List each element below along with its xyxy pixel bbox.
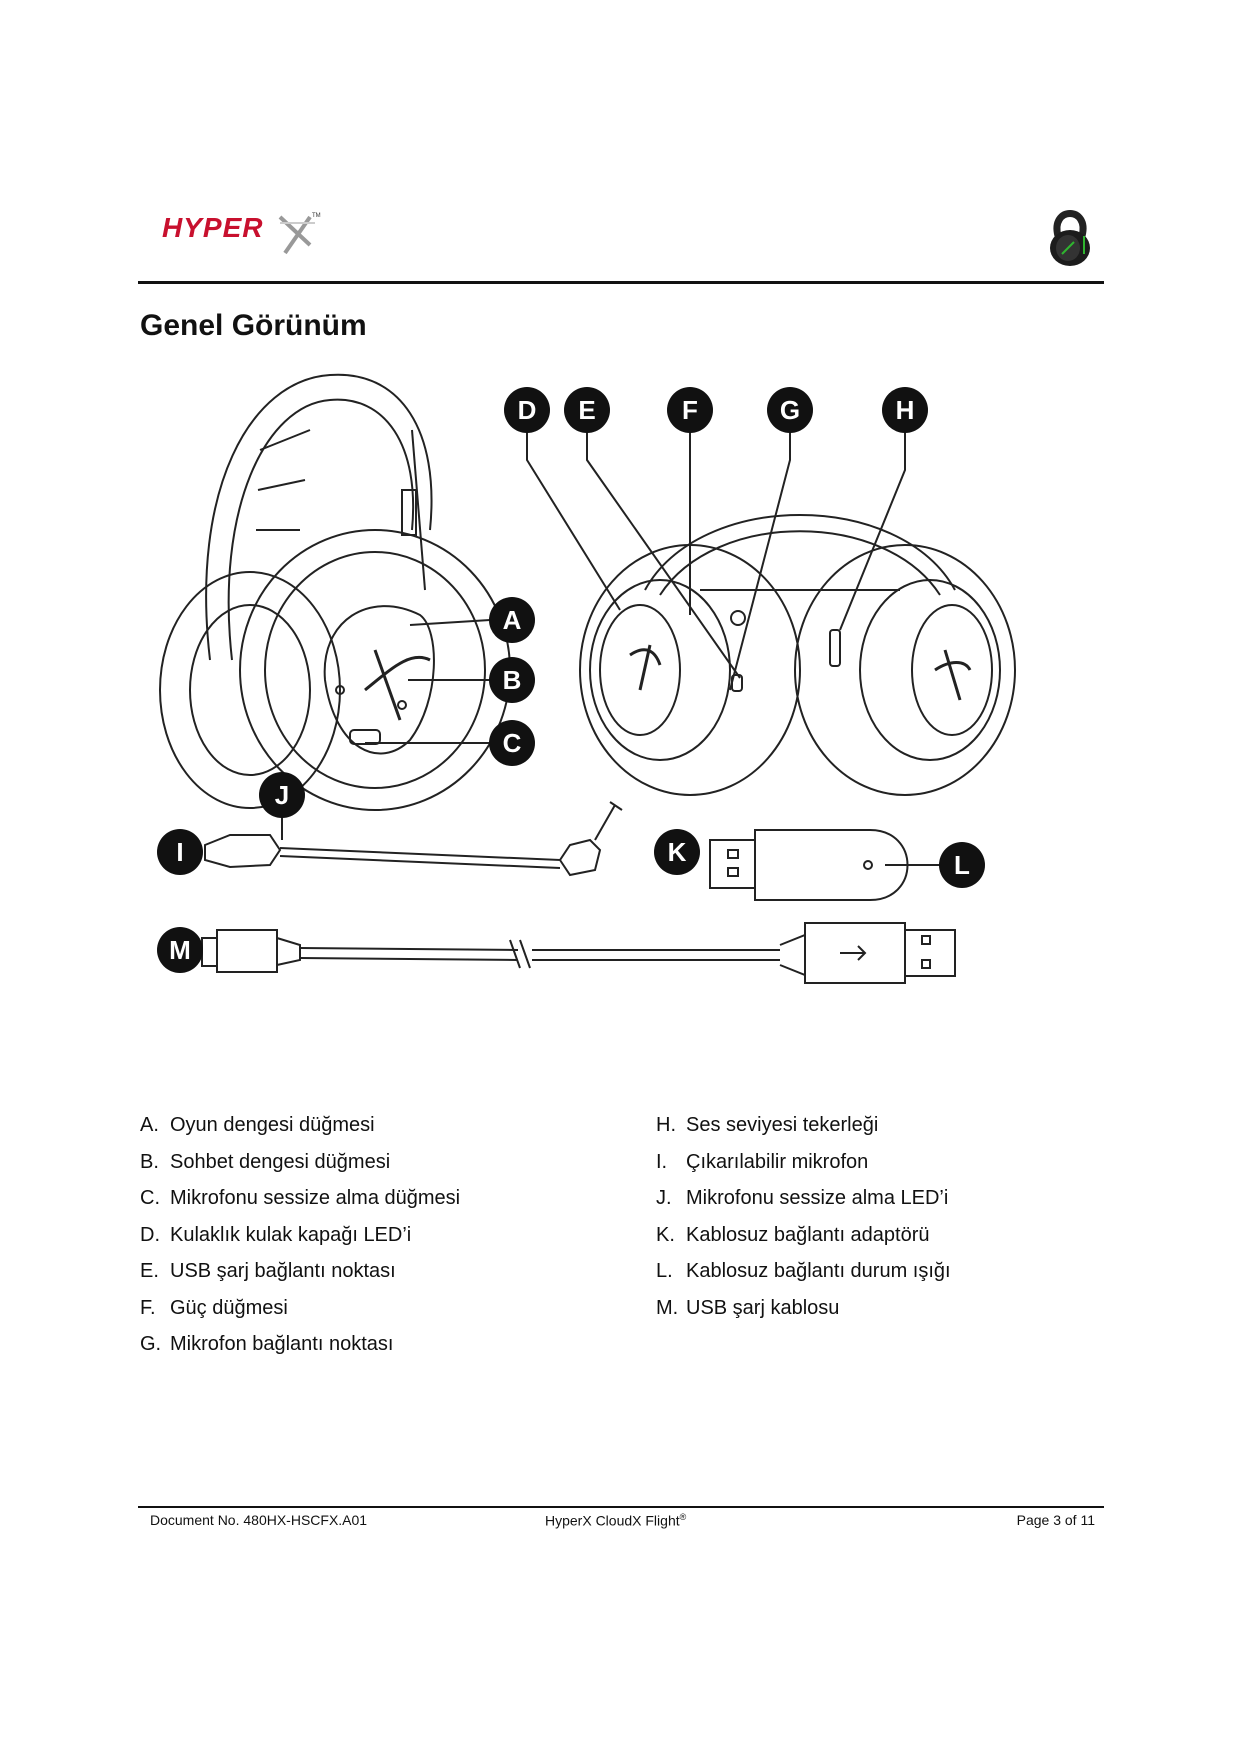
header-rule — [138, 281, 1104, 284]
wireless-adapter — [709, 839, 756, 889]
callout-l: L — [939, 842, 985, 888]
svg-text:L: L — [954, 850, 970, 880]
footer-rule — [138, 1506, 1104, 1508]
callout-c: C — [489, 720, 535, 766]
callout-f: F — [667, 387, 713, 433]
left-headband — [205, 373, 433, 661]
list-item: E.USB şarj bağlantı noktası — [140, 1260, 396, 1282]
callout-badges: D E F G H A B C J I K L M — [157, 387, 985, 973]
svg-text:F: F — [682, 395, 698, 425]
left-outer-cushion — [159, 571, 341, 809]
callout-i: I — [157, 829, 203, 875]
callout-h: H — [882, 387, 928, 433]
callout-a: A — [489, 597, 535, 643]
list-item: D.Kulaklık kulak kapağı LED’i — [140, 1223, 412, 1246]
overview-diagram: D E F G H A B C J I K L M — [157, 373, 1016, 984]
parts-list-right: H.Ses seviyesi tekerleği I.Çıkarılabilir… — [656, 1107, 951, 1326]
svg-text:B: B — [503, 665, 522, 695]
list-item: C.Mikrofonu sessize alma düğmesi — [140, 1187, 461, 1209]
callout-j: J — [259, 772, 305, 818]
svg-text:H: H — [896, 395, 915, 425]
footer-doc-number: Document No. 480HX-HSCFX.A01 — [150, 1512, 368, 1528]
micro-usb-plug — [201, 937, 218, 967]
left-earcup-plate — [323, 605, 435, 755]
list-item: B.Sohbet dengesi düğmesi — [140, 1150, 391, 1173]
page-title: Genel Görünüm — [140, 309, 367, 342]
list-item: L.Kablosuz bağlantı durum ışığı — [656, 1260, 951, 1282]
footer-page-number: Page 3 of 11 — [1016, 1512, 1095, 1528]
svg-text:TM: TM — [312, 213, 321, 219]
hyperx-logo: HYPER TM — [162, 212, 321, 255]
right-headband — [644, 514, 956, 591]
right-earcup-right — [794, 544, 1016, 796]
list-item: G.Mikrofon bağlantı noktası — [140, 1333, 394, 1355]
list-item: I.Çıkarılabilir mikrofon — [656, 1150, 869, 1173]
svg-text:E: E — [578, 395, 595, 425]
list-item: A.Oyun dengesi düğmesi — [140, 1114, 375, 1136]
list-item: M.USB şarj kablosu — [656, 1296, 840, 1319]
svg-text:J: J — [275, 780, 289, 810]
mic-boom — [204, 834, 282, 869]
svg-text:A: A — [503, 605, 522, 635]
svg-text:I: I — [176, 837, 183, 867]
left-earcup — [239, 529, 511, 811]
svg-text:G: G — [780, 395, 800, 425]
svg-text:C: C — [503, 728, 522, 758]
svg-text:M: M — [169, 935, 191, 965]
list-item: H.Ses seviyesi tekerleği — [656, 1114, 879, 1136]
callout-d: D — [504, 387, 550, 433]
callout-b: B — [489, 657, 535, 703]
list-item: F.Güç düğmesi — [140, 1296, 288, 1319]
svg-text:HYPER: HYPER — [162, 212, 263, 243]
svg-text:D: D — [518, 395, 537, 425]
svg-text:K: K — [668, 837, 687, 867]
callout-k: K — [654, 829, 700, 875]
footer-product: HyperX CloudX Flight® — [545, 1512, 687, 1529]
headset-thumbnail-icon — [1050, 210, 1090, 266]
callout-m: M — [157, 927, 203, 973]
parts-list-left: A.Oyun dengesi düğmesi B.Sohbet dengesi … — [140, 1107, 460, 1363]
callout-e: E — [564, 387, 610, 433]
callout-g: G — [767, 387, 813, 433]
list-item: J.Mikrofonu sessize alma LED’i — [656, 1187, 949, 1209]
list-item: K.Kablosuz bağlantı adaptörü — [656, 1223, 930, 1246]
